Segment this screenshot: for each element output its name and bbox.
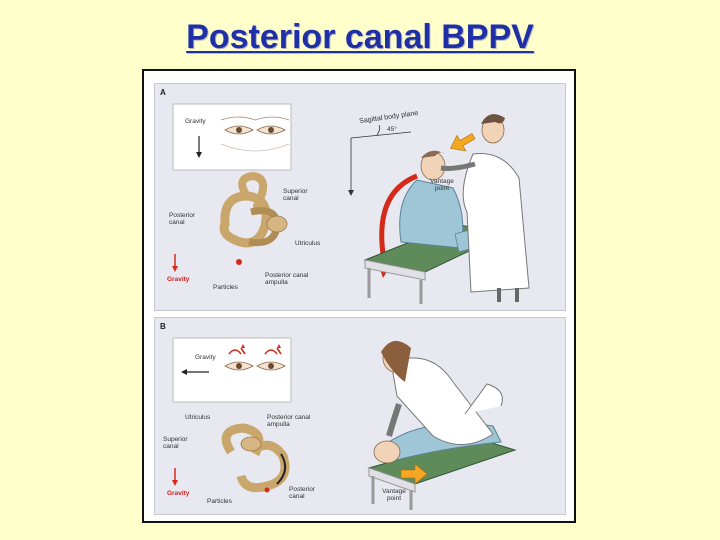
inner-ear-canals-b [221,423,290,493]
particles-label-b: Particles [207,498,232,505]
utriculus-label-a: Utriculus [295,240,321,247]
inner-ear-canals-a [219,171,288,265]
superior-canal-label-b: Superior canal [163,436,188,450]
face-eyes-icon [220,116,290,152]
panel-a-illustration [172,103,530,304]
gravity-label-a: Gravity [167,276,190,283]
gravity-box-label: Gravity [185,118,206,125]
vantage-label-a: Vantage point [430,178,454,192]
panel-b-illustration [172,337,517,510]
panel-b-letter: B [160,322,166,331]
gravity-down-arrow-icon [196,136,202,158]
doctor-standing [440,114,530,302]
vantage-arrow-a-icon [450,133,476,152]
panel-b: B [154,317,566,515]
superior-canal-label-a: Superior canal [283,188,308,202]
face-eyes-nystagmus-icon [224,344,286,371]
gravity-red-arrow-b-icon [172,468,178,486]
posterior-ampulla-label-b: Posterior canal ampulla [267,414,311,428]
particles-label-a: Particles [213,284,238,291]
utriculus-label-b: Utriculus [185,414,211,421]
posterior-canal-label-a: Posterior canal [169,212,196,226]
gravity-box-label-b: Gravity [195,354,216,361]
gravity-red-arrow-a-icon [172,254,178,272]
gravity-label-b: Gravity [167,490,190,497]
posterior-ampulla-label-a: Posterior canal ampulla [265,272,309,286]
face-box [172,103,292,171]
vantage-arrow-b-icon [400,463,428,485]
rotation-arrow [379,173,418,267]
doctor-leaning [381,340,503,445]
slide-title: Posterior canal BPPV [186,18,534,56]
panel-a: A [154,83,566,311]
vantage-label-b: Vantage point [382,488,406,502]
sagittal-plane-line [350,131,412,139]
gravity-left-arrow-icon [181,369,209,375]
figure-frame: A [142,69,576,523]
angle-label: 45° [387,126,397,133]
posterior-canal-label-b: Posterior canal [289,486,316,500]
panel-a-letter: A [160,88,166,97]
